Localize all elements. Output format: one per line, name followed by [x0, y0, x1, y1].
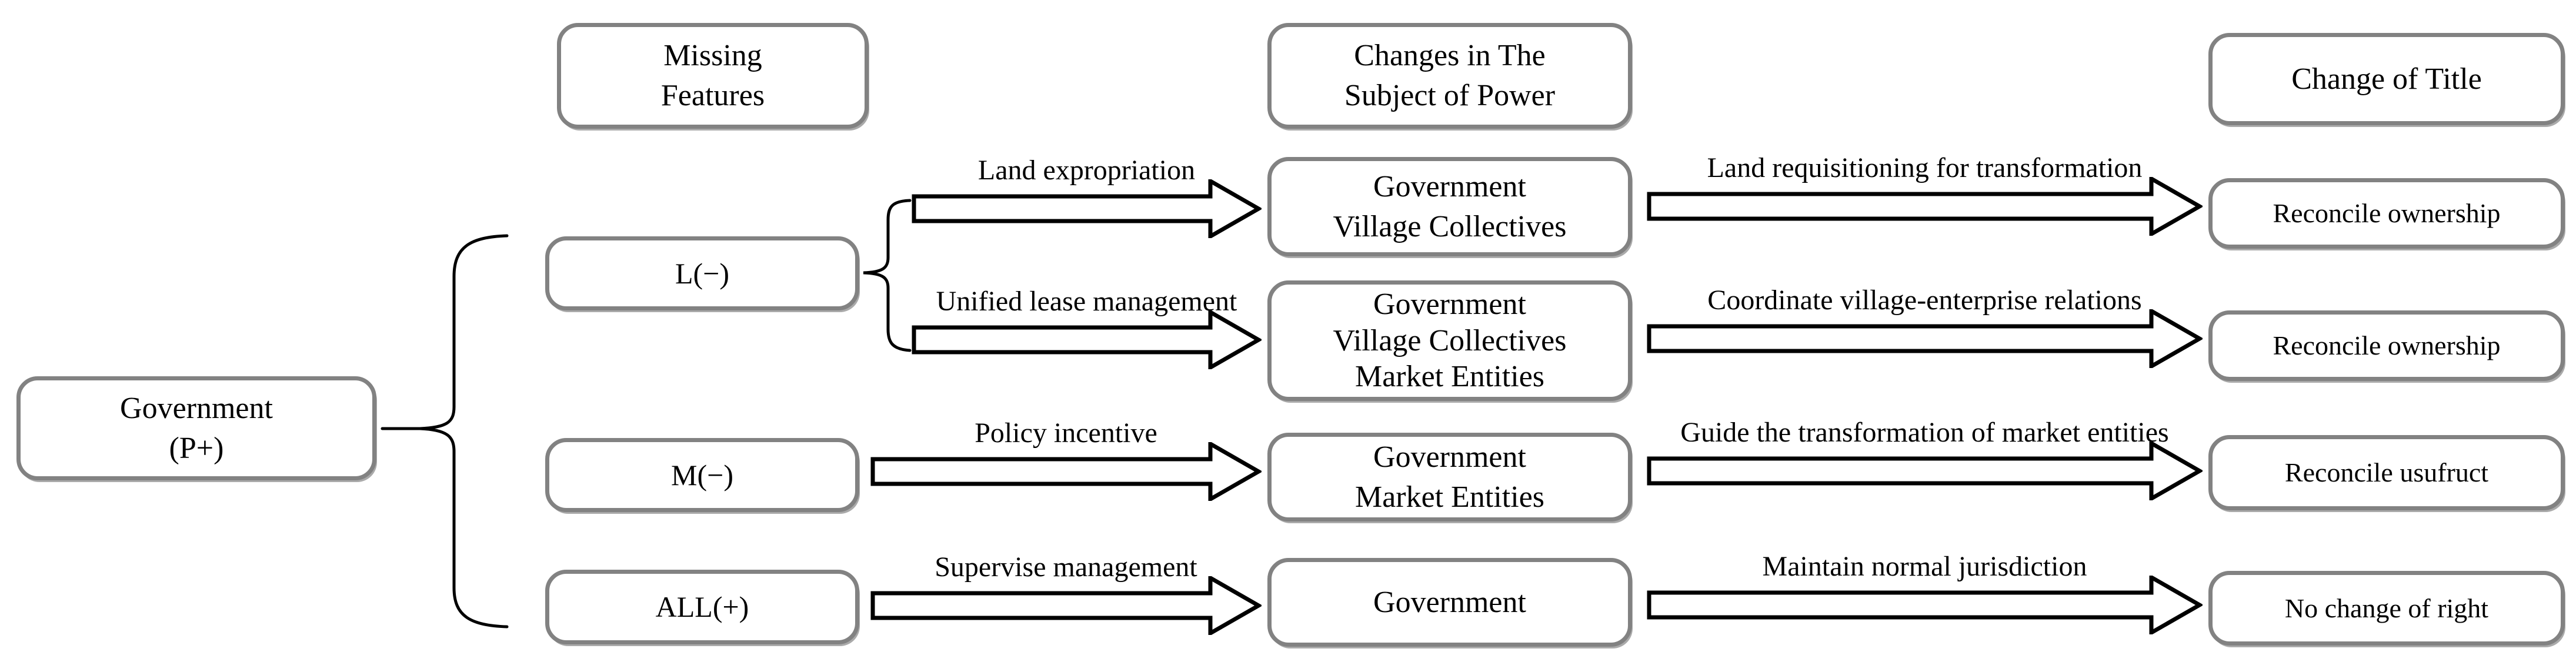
header-change-of-title: Change of Title — [2208, 33, 2565, 125]
feature-l-label: L(−) — [675, 256, 730, 290]
header-subject-line2: Subject of Power — [1344, 79, 1556, 112]
arrow-group-guide-transformation: Guide the transformation of market entit… — [1647, 414, 2203, 500]
arrow-label-supervise-management: Supervise management — [935, 551, 1197, 583]
block-arrow-right-icon — [1647, 442, 2203, 500]
title-row3-label: Reconcile usufruct — [2284, 457, 2489, 488]
arrow-label-coordinate-relations: Coordinate village-enterprise relations — [1707, 285, 2142, 316]
arrow-group-land-requisitioning: Land requisitioning for transformation — [1647, 150, 2203, 236]
arrow-group-unified-lease: Unified lease management — [912, 283, 1262, 369]
feature-box-l: L(−) — [545, 236, 859, 310]
header-missing-line2: Features — [660, 79, 765, 112]
feature-box-m: M(−) — [545, 438, 859, 512]
block-arrow-right-icon — [912, 179, 1262, 238]
subject-row2-line2: Village Collectives — [1333, 323, 1567, 357]
title-box-row3: Reconcile usufruct — [2208, 435, 2565, 510]
arrow-group-land-expropriation: Land expropriation — [912, 152, 1262, 238]
arrow-label-land-expropriation: Land expropriation — [977, 155, 1196, 186]
header-missing-features: Missing Features — [557, 23, 869, 129]
header-subject-of-power: Changes in The Subject of Power — [1267, 23, 1632, 129]
title-box-row2: Reconcile ownership — [2208, 310, 2565, 381]
block-arrow-right-icon — [1647, 177, 2203, 236]
block-arrow-right-icon — [1647, 576, 2203, 634]
block-arrow-right-icon — [870, 442, 1262, 501]
subject-box-row2: Government Village Collectives Market En… — [1267, 280, 1632, 401]
source-government-line2: (P+) — [169, 431, 224, 465]
source-government-line1: Government — [120, 391, 273, 425]
feature-box-all: ALL(+) — [545, 570, 859, 644]
title-row4-label: No change of right — [2284, 593, 2489, 623]
arrow-group-maintain-jurisdiction: Maintain normal jurisdiction — [1647, 549, 2203, 634]
feature-m-label: M(−) — [671, 458, 733, 492]
government-brace — [419, 234, 509, 628]
arrow-label-maintain-jurisdiction: Maintain normal jurisdiction — [1762, 551, 2087, 583]
arrow-label-policy-incentive: Policy incentive — [975, 417, 1157, 449]
header-missing-line1: Missing — [663, 39, 762, 73]
subject-row1-line2: Village Collectives — [1333, 209, 1567, 243]
subject-box-row4: Government — [1267, 558, 1632, 647]
subject-box-row1: Government Village Collectives — [1267, 157, 1632, 256]
subject-box-row3: Government Market Entities — [1267, 433, 1632, 521]
block-arrow-right-icon — [1647, 309, 2203, 368]
title-row1-label: Reconcile ownership — [2273, 198, 2501, 229]
header-title-line1: Change of Title — [2291, 62, 2482, 96]
arrow-group-supervise-management: Supervise management — [870, 549, 1262, 635]
subject-row4-line1: Government — [1373, 585, 1526, 619]
l-split-brace — [863, 199, 912, 352]
arrow-label-land-requisitioning: Land requisitioning for transformation — [1707, 152, 2143, 184]
block-arrow-right-icon — [912, 310, 1262, 369]
subject-row3-line1: Government — [1373, 440, 1526, 474]
arrow-group-coordinate-relations: Coordinate village-enterprise relations — [1647, 282, 2203, 368]
subject-row2-line1: Government — [1373, 287, 1526, 322]
header-subject-line1: Changes in The — [1354, 39, 1546, 73]
title-box-row4: No change of right — [2208, 571, 2565, 646]
arrow-label-unified-lease: Unified lease management — [936, 286, 1237, 317]
feature-all-label: ALL(+) — [655, 590, 749, 623]
subject-row2-line3: Market Entities — [1354, 360, 1545, 394]
title-box-row1: Reconcile ownership — [2208, 178, 2565, 249]
title-row2-label: Reconcile ownership — [2273, 330, 2501, 361]
subject-row1-line1: Government — [1373, 169, 1526, 203]
arrow-label-guide-transformation: Guide the transformation of market entit… — [1680, 417, 2169, 449]
block-arrow-right-icon — [870, 576, 1262, 635]
arrow-group-policy-incentive: Policy incentive — [870, 415, 1262, 501]
source-government-box: Government (P+) — [16, 376, 376, 480]
subject-row3-line2: Market Entities — [1354, 480, 1545, 514]
